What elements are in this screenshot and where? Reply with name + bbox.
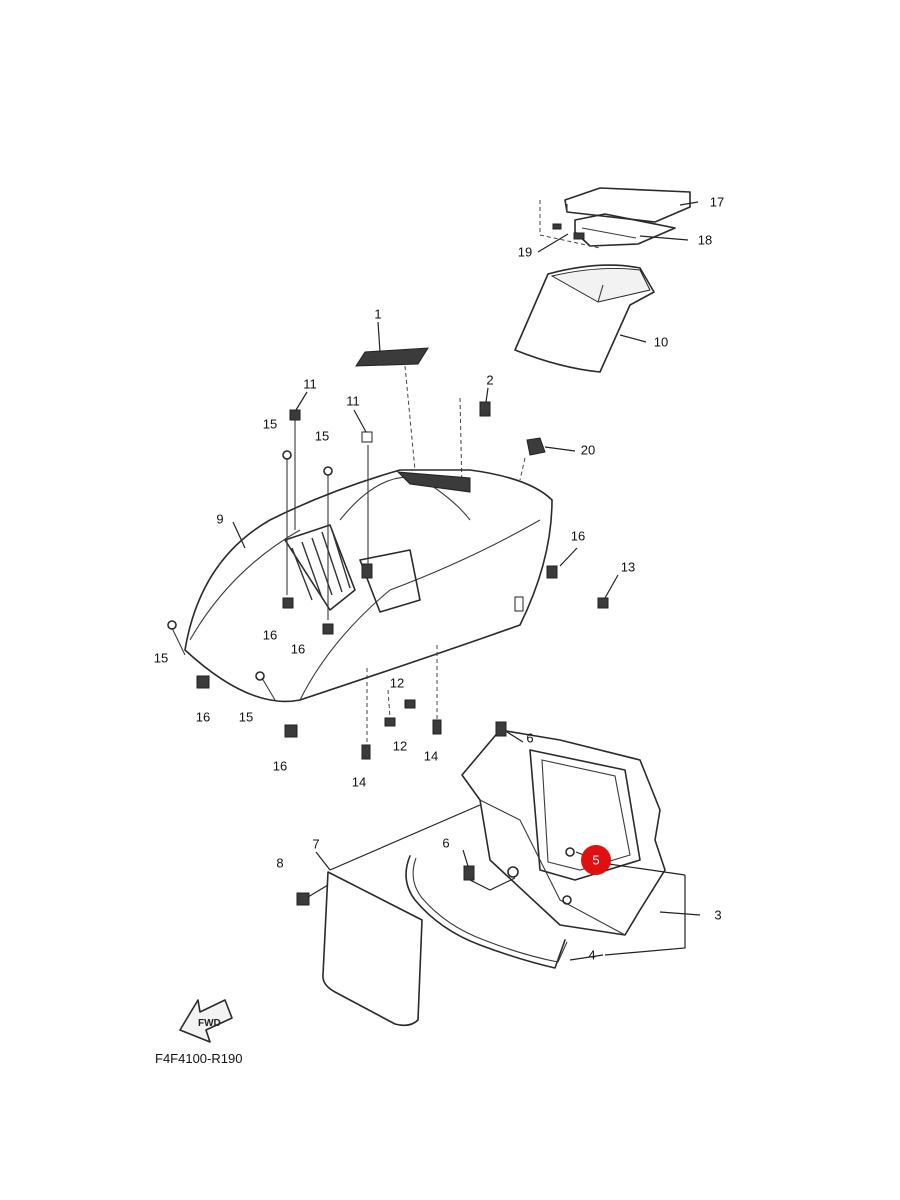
callout-2: 2 bbox=[486, 372, 493, 387]
callout-11a: 11 bbox=[303, 376, 317, 391]
fwd-arrow-icon: FWD bbox=[179, 999, 233, 1043]
part-20-clip bbox=[519, 437, 546, 481]
callout-17: 17 bbox=[710, 194, 724, 209]
callout-20: 20 bbox=[581, 442, 595, 457]
diagram-code: F4F4100-R190 bbox=[155, 1051, 242, 1066]
part-17-lid bbox=[564, 187, 691, 223]
fwd-label: FWD bbox=[198, 1018, 221, 1029]
fastener-lines bbox=[171, 420, 438, 745]
callout-4: 4 bbox=[588, 947, 595, 962]
callout-1: 1 bbox=[374, 306, 381, 321]
part-1-grille bbox=[355, 347, 429, 471]
callout-16b: 16 bbox=[291, 641, 305, 656]
callout-14a: 14 bbox=[352, 774, 366, 789]
highlight-badge-part-5[interactable]: 5 bbox=[581, 845, 611, 875]
callout-15a: 15 bbox=[263, 416, 277, 431]
callout-12b: 12 bbox=[393, 738, 407, 753]
callout-6b: 6 bbox=[442, 835, 449, 850]
part-9-body bbox=[184, 469, 553, 703]
callout-16d: 16 bbox=[273, 758, 287, 773]
callout-11b: 11 bbox=[346, 393, 360, 408]
part-7-panel bbox=[322, 804, 481, 1027]
callout-6a: 6 bbox=[526, 730, 533, 745]
callout-13: 13 bbox=[621, 559, 635, 574]
fasteners bbox=[167, 409, 609, 760]
callout-16c: 16 bbox=[196, 709, 210, 724]
part-8-bolt bbox=[296, 884, 329, 906]
callout-12a: 12 bbox=[390, 675, 404, 690]
part-2-bolt bbox=[459, 397, 491, 491]
part-19-hinge-screws bbox=[539, 200, 601, 249]
callout-3: 3 bbox=[714, 907, 721, 922]
callout-8: 8 bbox=[276, 855, 283, 870]
callout-15d: 15 bbox=[239, 709, 253, 724]
part-6-bolts bbox=[463, 721, 516, 891]
callout-18: 18 bbox=[698, 232, 712, 247]
callout-15c: 15 bbox=[154, 650, 168, 665]
callout-5: 5 bbox=[592, 852, 599, 867]
callout-16a: 16 bbox=[263, 627, 277, 642]
callouts: 1 2 3 4 6 6 7 8 9 10 11 11 12 12 13 14 1… bbox=[154, 194, 724, 962]
callout-10: 10 bbox=[654, 334, 668, 349]
callout-7: 7 bbox=[312, 836, 319, 851]
callout-16e: 16 bbox=[571, 528, 585, 543]
part-10-box bbox=[514, 264, 655, 373]
part-18-gasket bbox=[574, 213, 676, 247]
callout-19: 19 bbox=[518, 244, 532, 259]
callout-14b: 14 bbox=[424, 748, 438, 763]
callout-15b: 15 bbox=[315, 428, 329, 443]
callout-9: 9 bbox=[216, 511, 223, 526]
highlight-circle bbox=[581, 845, 611, 875]
part-3-tub bbox=[461, 729, 666, 936]
part-4-strip bbox=[405, 855, 568, 969]
leader-lines bbox=[232, 201, 701, 961]
